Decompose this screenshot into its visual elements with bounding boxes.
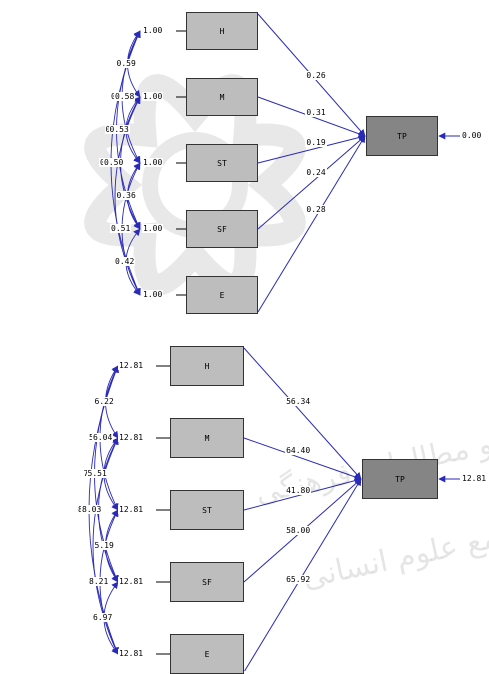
path-arrow-h	[243, 347, 362, 480]
correlation-label-h-m: 6.22	[93, 397, 115, 406]
variable-box-st: ST	[186, 144, 258, 182]
path-coefficient-e: 65.92	[285, 575, 312, 585]
variance-label-h: 1.00	[142, 26, 164, 35]
variable-box-m: M	[186, 78, 258, 116]
correlation-label-st-e: 0.51	[110, 224, 132, 233]
outcome-box-tp: TP	[362, 459, 438, 499]
variance-label-e: 1.00	[142, 290, 164, 299]
path-arrow-e	[257, 135, 366, 313]
correlation-label-h-m: 0.59	[115, 59, 137, 68]
path-coefficient-m: 64.40	[285, 446, 312, 456]
correlation-label-sf-e: 6.97	[92, 613, 114, 622]
path-coefficient-m: 0.31	[305, 108, 327, 118]
variable-box-h: H	[170, 346, 244, 386]
correlation-label-m-sf: 0.53	[108, 125, 130, 134]
path-coefficient-sf: 58.00	[285, 525, 312, 535]
correlation-label-m-sf: 5.51	[86, 469, 108, 478]
correlation-label-m-st: 0.58	[114, 92, 136, 101]
path-coefficient-h: 56.34	[285, 396, 312, 406]
variance-label-st: 1.00	[142, 158, 164, 167]
correlation-label-m-st: 6.04	[92, 433, 114, 442]
error-label-tp: 12.81	[461, 474, 488, 483]
variance-label-e: 12.81	[118, 649, 145, 658]
variable-box-m: M	[170, 418, 244, 458]
correlation-label-st-sf: 0.36	[115, 191, 137, 200]
path-coefficient-sf: 0.24	[305, 167, 327, 177]
outcome-box-tp: TP	[366, 116, 438, 156]
bottom-model-paths	[88, 347, 460, 671]
path-coefficient-st: 0.19	[305, 138, 327, 148]
variable-box-e: E	[186, 276, 258, 314]
correlation-label-st-e: 8.21	[88, 577, 110, 586]
correlation-label-m-e: 0.50	[103, 158, 125, 167]
correlation-label-m-e: 8.03	[81, 505, 103, 514]
path-coefficient-st: 41.80	[285, 486, 312, 496]
variance-label-h: 12.81	[118, 361, 145, 370]
path-coefficient-e: 0.28	[305, 205, 327, 215]
variance-label-st: 12.81	[118, 505, 145, 514]
correlation-label-sf-e: 0.42	[114, 257, 136, 266]
variable-box-h: H	[186, 12, 258, 50]
path-coefficient-h: 0.26	[305, 71, 327, 81]
variable-box-e: E	[170, 634, 244, 674]
path-arrow-st	[257, 134, 366, 164]
variance-label-m: 1.00	[142, 92, 164, 101]
path-arrow-sf	[257, 135, 366, 230]
variable-box-sf: SF	[170, 562, 244, 602]
variance-label-sf: 12.81	[118, 577, 145, 586]
variance-label-m: 12.81	[118, 433, 145, 442]
variable-box-sf: SF	[186, 210, 258, 248]
variance-label-sf: 1.00	[142, 224, 164, 233]
correlation-label-st-sf: 5.19	[93, 541, 115, 550]
variable-box-st: ST	[170, 490, 244, 530]
error-label-tp: 0.00	[461, 131, 483, 140]
path-arrow-m	[243, 437, 362, 481]
